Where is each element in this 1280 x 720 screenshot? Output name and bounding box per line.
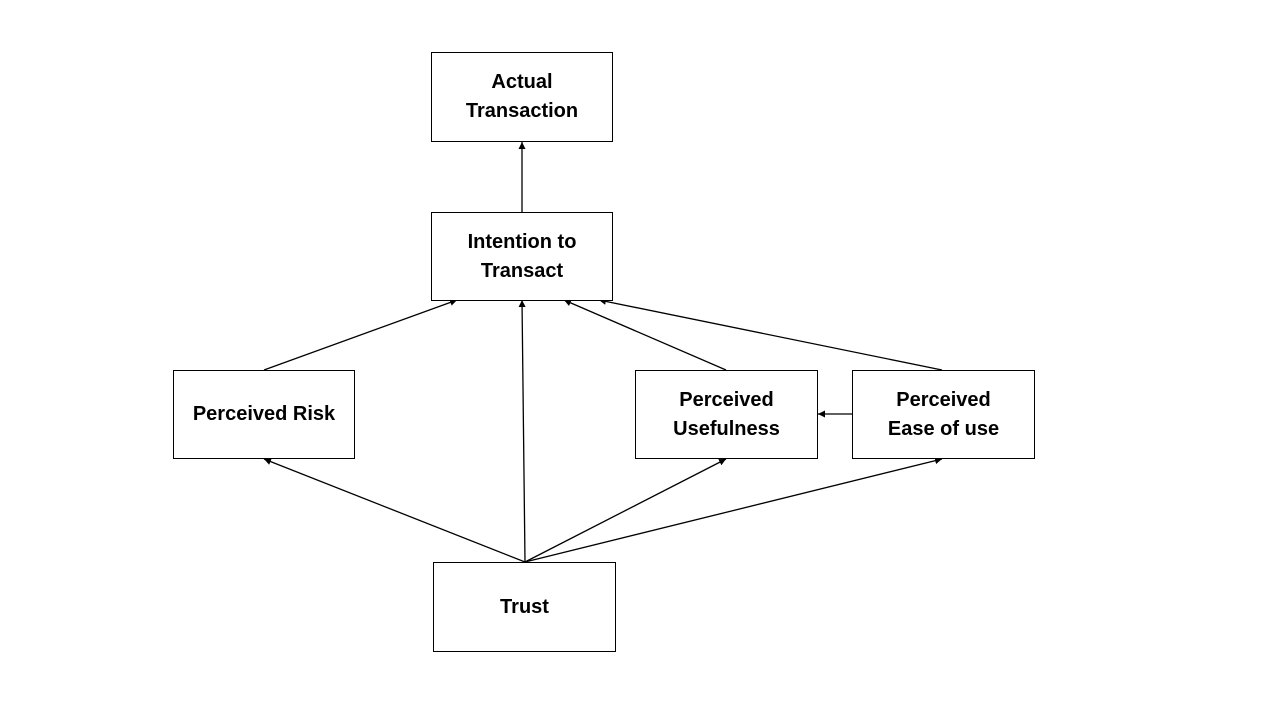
arrow-trust-to-perceived-ease-of-use [524, 457, 943, 563]
intention-to-transact-label: Intention to Transact [468, 228, 577, 286]
intention-to-transact-label-line-1: Intention to [467, 230, 577, 253]
perceived-ease-of-use-label-line-1: Perceived [896, 388, 991, 411]
perceived-usefulness-box: Perceived Usefulness [635, 370, 818, 459]
perceived-ease-of-use-label-line-2: Ease of use [887, 417, 1000, 440]
perceived-usefulness-label: Perceived Usefulness [673, 386, 780, 444]
perceived-risk-label-line-1: Perceived Risk [192, 403, 336, 425]
perceived-usefulness-label-line-1: Perceived [679, 388, 774, 411]
actual-transaction-label-line-1: Actual [491, 71, 553, 93]
perceived-ease-of-use-label: Perceived Ease of use [888, 386, 999, 444]
actual-transaction-label: Actual Transaction [466, 68, 578, 126]
perceived-usefulness-label-line-2: Usefulness [673, 417, 780, 440]
trust-label-line-1: Trust [500, 595, 549, 618]
arrow-trust-to-perceived-usefulness [524, 458, 727, 563]
arrow-trust-to-intention-to-transact [518, 299, 526, 563]
perceived-risk-label: Perceived Risk [193, 400, 335, 429]
arrow-perceived-risk-to-intention-to-transact [263, 299, 458, 371]
perceived-risk-box: Perceived Risk [173, 370, 355, 459]
trust-box: Trust [433, 562, 616, 652]
perceived-ease-of-use-box: Perceived Ease of use [852, 370, 1035, 459]
trust-label: Trust [500, 593, 549, 622]
actual-transaction-box: Actual Transaction [431, 52, 613, 142]
actual-transaction-label-line-2: Transaction [465, 100, 579, 122]
intention-to-transact-label-line-2: Transact [480, 259, 564, 282]
arrow-perceived-usefulness-to-intention-to-transact [563, 299, 727, 371]
arrow-trust-to-perceived-risk [263, 458, 526, 563]
arrow-perceived-ease-of-use-to-intention-to-transact [598, 297, 943, 371]
intention-to-transact-box: Intention to Transact [431, 212, 613, 301]
